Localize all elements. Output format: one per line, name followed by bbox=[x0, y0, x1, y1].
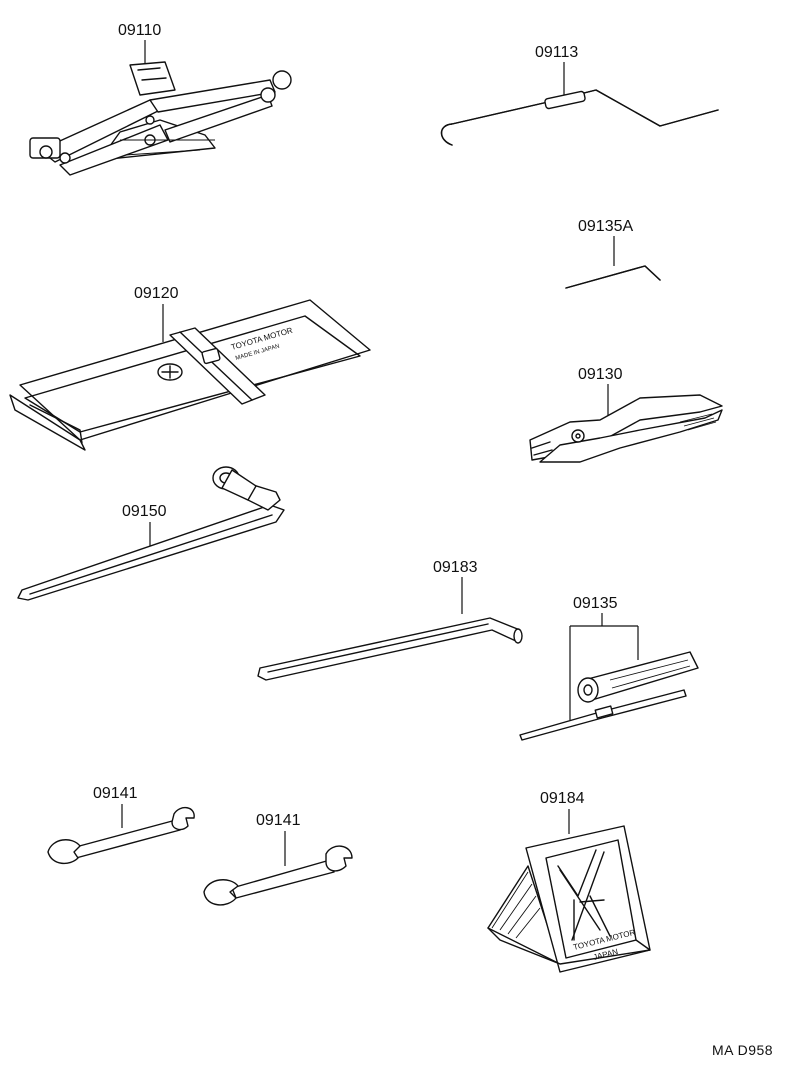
part-number-wheel-nut-wrench: 09150 bbox=[122, 503, 167, 520]
part-number-screwdriver: 09135 bbox=[573, 595, 618, 612]
wheel-nut-wrench-illustration: 09150 bbox=[17, 466, 285, 601]
part-number-wrench-b: 09141 bbox=[256, 812, 301, 829]
pliers-illustration: 09130 bbox=[529, 366, 723, 463]
part-number-wrench-a: 09141 bbox=[93, 785, 138, 802]
part-number-wheel-chock: 09184 bbox=[540, 790, 585, 807]
screwdriver-illustration: 09135 bbox=[519, 595, 699, 741]
reference-code: MA D958 bbox=[712, 1042, 774, 1058]
wrench-a-illustration: 09141 bbox=[47, 785, 195, 865]
hex-wrench-illustration: 09135A bbox=[565, 218, 661, 289]
jack-illustration: 09110 bbox=[29, 22, 292, 176]
part-number-jack-handle: 09113 bbox=[535, 44, 578, 61]
wrench-b-illustration: 09141 bbox=[203, 812, 353, 906]
tool-bag-illustration: 09120 TOYOTA MOTOR MADE IN JAPAN bbox=[9, 285, 371, 451]
part-number-jack: 09110 bbox=[118, 22, 161, 39]
part-number-pliers: 09130 bbox=[578, 366, 623, 383]
part-number-hex-wrench: 09135A bbox=[578, 218, 633, 235]
wheel-chock-illustration: 09184 TOYOTA MOTOR JAPAN bbox=[487, 790, 651, 973]
part-number-tool-bag: 09120 bbox=[134, 285, 179, 302]
pry-bar-illustration: 09183 bbox=[257, 559, 523, 681]
jack-handle-illustration: 09113 bbox=[440, 44, 719, 146]
part-number-pry-bar: 09183 bbox=[433, 559, 478, 576]
